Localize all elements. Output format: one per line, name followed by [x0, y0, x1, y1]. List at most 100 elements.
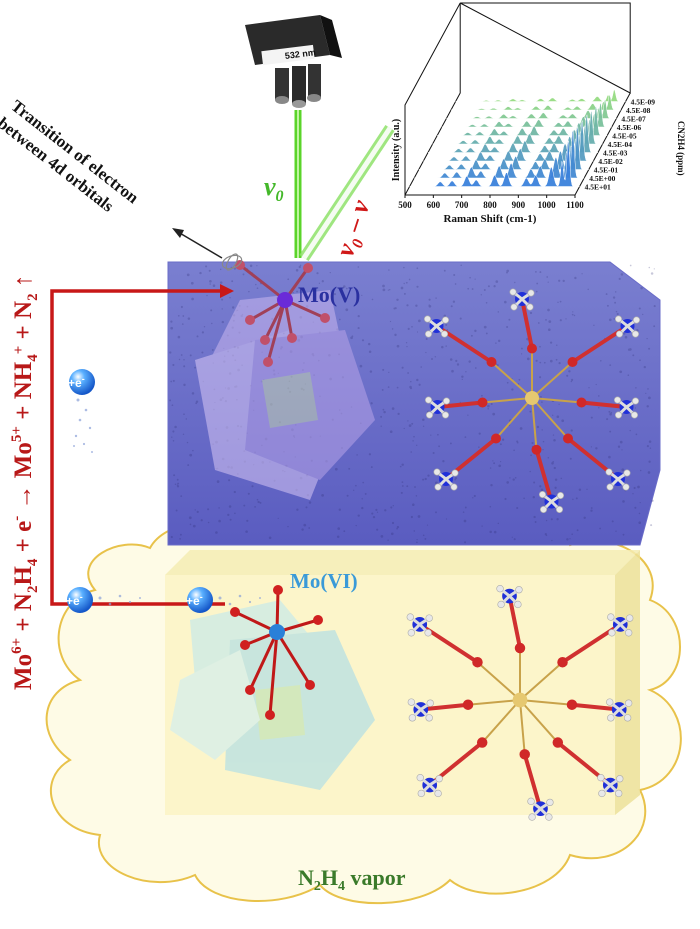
hydrogen-atom — [497, 600, 505, 609]
texture-dot — [551, 462, 554, 465]
electron-path-arrowhead — [220, 284, 234, 298]
texture-dot — [416, 267, 419, 270]
texture-dot — [557, 301, 559, 303]
texture-dot — [338, 318, 341, 321]
metal-bond — [519, 661, 564, 701]
y-axis-label: Intensity (a.u.) — [391, 119, 402, 182]
texture-dot — [445, 345, 447, 347]
texture-dot — [598, 395, 600, 397]
texture-dot — [407, 420, 409, 422]
texture-dot — [183, 365, 186, 368]
texture-dot — [560, 477, 563, 480]
texture-dot — [251, 485, 254, 488]
laser-camera — [245, 15, 342, 108]
texture-dot — [627, 374, 630, 376]
texture-dot — [432, 451, 435, 455]
hydrogen-atom — [607, 714, 615, 722]
texture-dot — [638, 521, 641, 524]
texture-dot — [209, 283, 211, 285]
electron-label-right: +e- — [186, 592, 203, 608]
texture-dot — [277, 517, 279, 520]
texture-dot — [554, 486, 557, 489]
texture-dot — [531, 441, 534, 445]
hydrogen-atom — [406, 613, 414, 621]
texture-dot — [469, 276, 471, 279]
texture-dot — [633, 486, 636, 490]
texture-dot — [532, 496, 535, 499]
texture-dot — [212, 284, 216, 287]
texture-dot — [497, 311, 500, 313]
texture-dot — [506, 381, 509, 384]
texture-dot — [179, 538, 181, 540]
z-tick-label: 4.5E-04 — [608, 140, 633, 149]
texture-dot — [192, 449, 194, 452]
texture-dot — [533, 515, 536, 519]
texture-dot — [345, 308, 349, 312]
texture-dot — [427, 474, 430, 477]
texture-dot — [455, 359, 458, 362]
texture-dot — [232, 306, 235, 309]
texture-dot — [632, 354, 635, 357]
z-tick-label: 4.5E-09 — [631, 98, 656, 107]
oxygen-atom — [486, 357, 497, 367]
texture-dot — [639, 359, 641, 362]
metal-atom — [512, 692, 528, 708]
texture-dot — [529, 470, 531, 473]
texture-dot — [201, 351, 204, 354]
electron-ball-right — [187, 587, 261, 613]
texture-dot — [487, 404, 490, 408]
texture-dot — [461, 378, 463, 381]
texture-dot — [254, 506, 256, 508]
texture-dot — [499, 443, 502, 446]
metal-bond — [531, 397, 538, 450]
texture-dot — [316, 272, 319, 275]
texture-dot — [182, 433, 185, 436]
texture-dot — [612, 296, 616, 299]
texture-dot — [519, 427, 523, 430]
texture-dot — [638, 307, 641, 310]
texture-dot — [547, 456, 550, 459]
texture-dot — [422, 418, 425, 421]
texture-dot — [200, 519, 203, 522]
texture-dot — [359, 364, 363, 368]
texture-dot — [608, 318, 612, 322]
texture-dot — [648, 396, 651, 400]
hydrogen-atom — [605, 468, 613, 476]
texture-dot — [569, 538, 571, 540]
texture-dot — [556, 518, 559, 521]
z-tick-label: 4.5E-05 — [612, 132, 637, 141]
texture-dot — [384, 509, 387, 512]
texture-dot — [571, 313, 574, 316]
metal-bond — [482, 397, 533, 404]
texture-dot — [406, 304, 409, 307]
texture-dot — [408, 424, 412, 427]
texture-dot — [396, 386, 399, 389]
texture-dot — [498, 464, 502, 468]
texture-dot — [504, 300, 507, 304]
texture-dot — [256, 265, 258, 267]
texture-dot — [614, 301, 617, 304]
texture-dot — [422, 425, 425, 427]
texture-dot — [357, 514, 360, 517]
oxalate-bond — [420, 702, 469, 712]
texture-dot — [556, 344, 558, 346]
hydrogen-atom — [407, 698, 415, 706]
texture-dot — [364, 492, 367, 495]
texture-dot — [598, 407, 600, 409]
texture-dot — [574, 276, 577, 280]
x-axis-label: Raman Shift (cm-1) — [444, 213, 537, 225]
oxalate-bond — [571, 702, 620, 712]
texture-dot — [406, 345, 408, 348]
texture-dot — [474, 367, 477, 369]
texture-dot — [624, 335, 628, 339]
texture-dot — [535, 359, 538, 362]
texture-dot — [408, 278, 411, 281]
texture-dot — [233, 490, 236, 494]
hydrogen-atom — [441, 411, 449, 419]
texture-dot — [416, 538, 418, 541]
texture-dot — [211, 322, 213, 325]
oxygen-atom — [576, 397, 587, 408]
texture-dot — [246, 519, 249, 522]
texture-dot — [248, 290, 250, 293]
hydrogen-atom — [598, 789, 606, 798]
